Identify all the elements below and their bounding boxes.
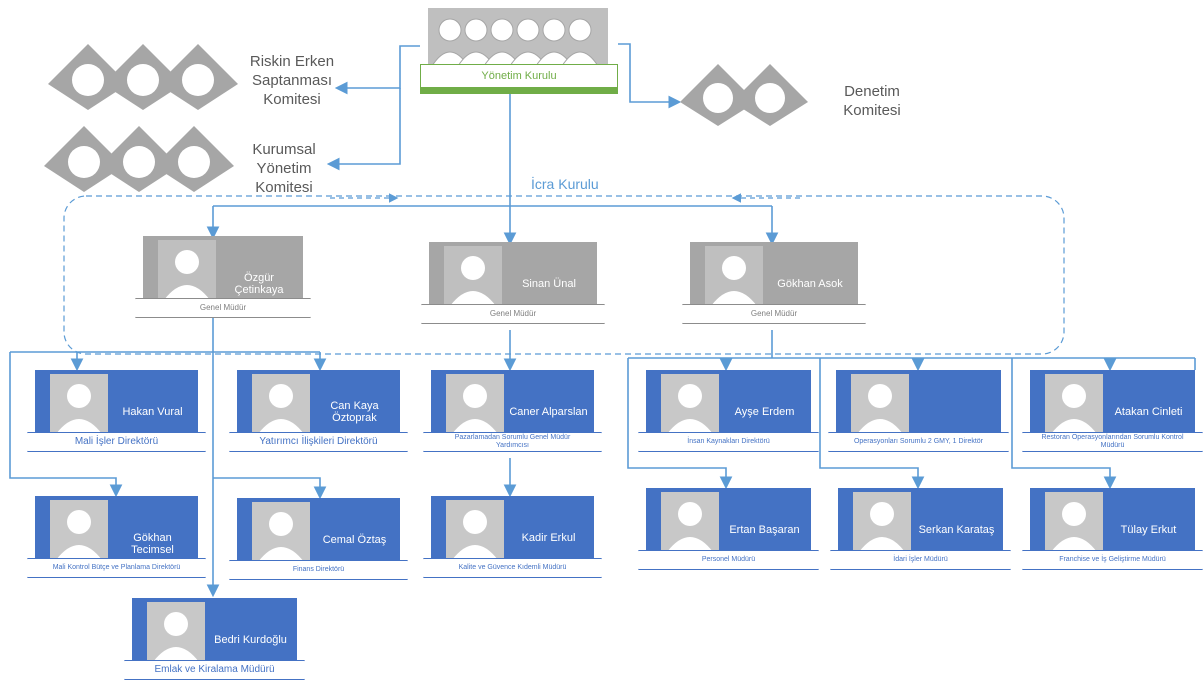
person-title: Pazarlamadan Sorumlu Genel Müdür Yardımc…	[454, 434, 571, 449]
person-name: Sinan Ünal	[522, 278, 576, 290]
person-title: Restoran Operasyonlarından Sorumlu Kontr…	[1041, 434, 1184, 449]
board-photos	[428, 8, 608, 66]
person-name: Gökhan Asok	[777, 278, 843, 290]
person-name: Özgür Çetinkaya	[234, 272, 284, 296]
audit-committee-logo	[680, 64, 808, 126]
gm-card-sinan[interactable]: Sinan Ünal Genel Müdür	[421, 242, 605, 326]
risk-committee-logo	[48, 44, 238, 110]
staff-card-gokhan-tecimsel[interactable]: Gökhan Tecimsel Mali Kontrol Bütçe ve Pl…	[27, 496, 206, 578]
staff-card-atakan[interactable]: Atakan Cinleti Restoran Operasyonlarında…	[1022, 370, 1203, 452]
person-name: Ertan Başaran	[729, 524, 800, 536]
person-name: Hakan Vural	[122, 406, 183, 418]
staff-card-operations[interactable]: Operasyonları Sorumlu 2 GMY, 1 Direktör	[828, 370, 1009, 452]
person-title: İdari İşler Müdürü	[893, 556, 948, 563]
person-name: Gökhan Tecimsel	[131, 532, 174, 556]
staff-card-serkan[interactable]: Serkan Karataş İdari İşler Müdürü	[830, 488, 1011, 570]
person-title: Franchise ve İş Geliştirme Müdürü	[1059, 556, 1166, 563]
person-title: Operasyonları Sorumlu 2 GMY, 1 Direktör	[853, 438, 984, 445]
person-name: Tülay Erkut	[1120, 524, 1177, 536]
person-name: Kadir Erkul	[521, 532, 576, 544]
person-title: Yatırımcı İlişkileri Direktörü	[259, 436, 378, 447]
staff-card-ayse[interactable]: Ayşe Erdem İnsan Kaynakları Direktörü	[638, 370, 819, 452]
gm-card-gokhan-asok[interactable]: Gökhan Asok Genel Müdür	[682, 242, 866, 326]
person-name: Cemal Öztaş	[322, 534, 387, 546]
person-title: Finans Direktörü	[292, 566, 345, 573]
board-title: Yönetim Kurulu	[420, 64, 618, 88]
person-title: Genel Müdür	[199, 303, 247, 312]
executive-board-label: İcra Kurulu	[531, 176, 599, 192]
person-title: Kalite ve Güvence Kıdemli Müdürü	[458, 564, 567, 571]
person-title: Genel Müdür	[489, 309, 537, 318]
person-title: İnsan Kaynakları Direktörü	[687, 438, 770, 445]
person-name: Serkan Karataş	[918, 524, 995, 536]
person-title: Mali Kontrol Bütçe ve Planlama Direktörü	[52, 564, 181, 571]
gm-card-ozgur[interactable]: Özgür Çetinkaya Genel Müdür	[135, 236, 311, 320]
staff-card-cemal[interactable]: Cemal Öztaş Finans Direktörü	[229, 498, 408, 580]
person-name: Bedri Kurdoğlu	[214, 634, 287, 646]
person-title: Personel Müdürü	[701, 556, 756, 563]
person-title: Genel Müdür	[750, 309, 798, 318]
staff-card-kadir[interactable]: Kadir Erkul Kalite ve Güvence Kıdemli Mü…	[423, 496, 602, 578]
board-accent-bar	[420, 88, 618, 94]
person-name: Caner Alparslan	[509, 406, 588, 418]
governance-committee-label: Kurumsal Yönetim Komitesi	[252, 141, 316, 196]
person-name: Can Kaya Öztoprak	[330, 400, 379, 424]
governance-committee-logo	[44, 126, 234, 192]
staff-card-can[interactable]: Can Kaya Öztoprak Yatırımcı İlişkileri D…	[229, 370, 408, 452]
person-title: Emlak ve Kiralama Müdürü	[154, 664, 275, 675]
staff-card-bedri[interactable]: Bedri Kurdoğlu Emlak ve Kiralama Müdürü	[124, 598, 305, 680]
risk-committee-label: Riskin Erken Saptanması Komitesi	[249, 53, 335, 108]
audit-committee-label: Denetim Komitesi	[843, 83, 901, 119]
staff-card-caner[interactable]: Caner Alparslan Pazarlamadan Sorumlu Gen…	[423, 370, 602, 452]
person-title: Mali İşler Direktörü	[74, 436, 159, 447]
person-name: Atakan Cinleti	[1114, 406, 1183, 418]
staff-card-hakan[interactable]: Hakan Vural Mali İşler Direktörü	[27, 370, 206, 452]
staff-card-ertan[interactable]: Ertan Başaran Personel Müdürü	[638, 488, 819, 570]
person-name: Ayşe Erdem	[734, 406, 795, 418]
staff-card-tulay[interactable]: Tülay Erkut Franchise ve İş Geliştirme M…	[1022, 488, 1203, 570]
